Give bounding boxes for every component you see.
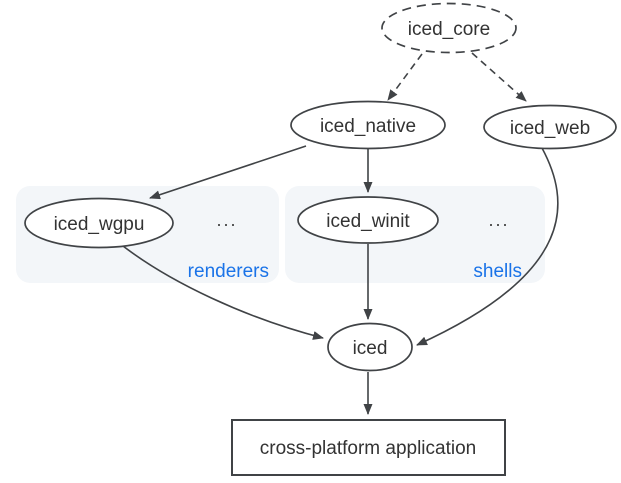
node-iced-native: [290, 100, 446, 150]
node-cross-platform-application: [231, 419, 506, 476]
node-iced-winit: [297, 196, 439, 244]
iced-native-label: iced_native: [320, 116, 416, 137]
shells-group-label: shells: [473, 261, 522, 282]
iced-wgpu-label: iced_wgpu: [54, 214, 145, 235]
edge-iced-web-to-iced: [416, 147, 559, 346]
renderers-ellipsis: ...: [216, 210, 237, 230]
renderers-group-label: renderers: [188, 261, 269, 282]
iced-core-label: iced_core: [408, 19, 490, 40]
node-iced: [327, 322, 413, 372]
edge-iced-native-to-iced-wgpu: [149, 145, 307, 200]
iced-label: iced: [353, 338, 388, 359]
edge-iced-core-to-iced-native: [387, 53, 423, 101]
edge-iced-core-to-iced-web: [471, 52, 527, 102]
node-iced-core: [381, 2, 517, 54]
iced-winit-label: iced_winit: [326, 211, 410, 232]
application-label: cross-platform application: [260, 438, 476, 459]
node-iced-web: [483, 104, 617, 150]
edge-iced-wgpu-to-iced: [122, 245, 324, 340]
iced-web-label: iced_web: [510, 118, 590, 139]
shells-ellipsis: ...: [488, 210, 509, 230]
node-iced-wgpu: [24, 197, 174, 249]
